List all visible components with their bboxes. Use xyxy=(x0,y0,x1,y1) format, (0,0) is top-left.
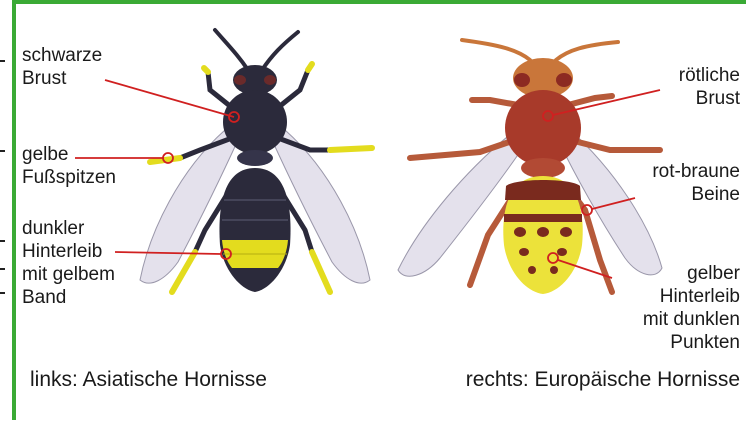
label-line: Band xyxy=(22,286,115,309)
european-hornet-abdomen-band xyxy=(504,214,582,222)
label-line: rot-braune xyxy=(652,160,740,183)
european-hornet-scutellum xyxy=(521,158,565,178)
asian-hornet-leg-tip xyxy=(308,64,312,70)
label-line: mit dunklen xyxy=(643,308,740,331)
european-hornet-spot xyxy=(514,227,526,237)
label-line: gelber xyxy=(643,262,740,285)
asian-hornet-leg-tip xyxy=(330,148,372,150)
label-line: dunkler xyxy=(22,217,115,240)
label-line: gelbe xyxy=(22,143,116,166)
european-hornet-spot xyxy=(528,266,536,274)
european-hornet-antenna xyxy=(556,42,618,60)
label-line: mit gelbem xyxy=(22,263,115,286)
european-hornet-spot xyxy=(557,248,567,256)
asian-hornet-antenna xyxy=(262,32,298,70)
label-line: Brust xyxy=(679,87,740,110)
label-line: Punkten xyxy=(643,331,740,354)
label-line: Brust xyxy=(22,67,102,90)
asian-hornet-antenna xyxy=(215,30,248,70)
label-european-abdomen: gelber Hinterleib mit dunklen Punkten xyxy=(643,262,740,354)
asian-hornet-leg-tip xyxy=(204,68,208,72)
european-hornet-illustration xyxy=(398,40,662,294)
asian-hornet-leg-tip xyxy=(312,252,330,292)
european-hornet-spot xyxy=(550,266,558,274)
label-european-legs: rot-braune Beine xyxy=(652,160,740,206)
asian-hornet-scutellum xyxy=(237,150,273,166)
pointer-line-thorax xyxy=(105,80,234,117)
european-hornet-eye xyxy=(514,73,530,87)
european-hornet-eye xyxy=(556,73,572,87)
label-european-thorax: rötliche Brust xyxy=(679,64,740,110)
asian-hornet-eye xyxy=(264,75,276,85)
label-line: schwarze xyxy=(22,44,102,67)
label-line: rötliche xyxy=(679,64,740,87)
label-line: Beine xyxy=(652,183,740,206)
pointer-line-abdomen xyxy=(115,252,221,254)
european-hornet-leg xyxy=(472,100,518,105)
label-asian-thorax: schwarze Brust xyxy=(22,44,102,90)
label-line: Fußspitzen xyxy=(22,166,116,189)
asian-hornet-eye xyxy=(234,75,246,85)
european-hornet-spot xyxy=(537,227,549,237)
label-asian-abdomen: dunkler Hinterleib mit gelbem Band xyxy=(22,217,115,309)
asian-hornet-abdomen xyxy=(219,168,290,292)
european-hornet-spot xyxy=(560,227,572,237)
label-line: Hinterleib xyxy=(643,285,740,308)
european-hornet-antenna xyxy=(462,40,530,60)
label-line: Hinterleib xyxy=(22,240,115,263)
european-hornet-abdomen-base xyxy=(505,180,581,200)
european-hornet-thorax xyxy=(505,90,581,166)
european-hornet-spot xyxy=(519,248,529,256)
caption-asian-hornet: links: Asiatische Hornisse xyxy=(30,368,267,392)
caption-european-hornet: rechts: Europäische Hornisse xyxy=(466,368,740,392)
label-asian-feet: gelbe Fußspitzen xyxy=(22,143,116,189)
